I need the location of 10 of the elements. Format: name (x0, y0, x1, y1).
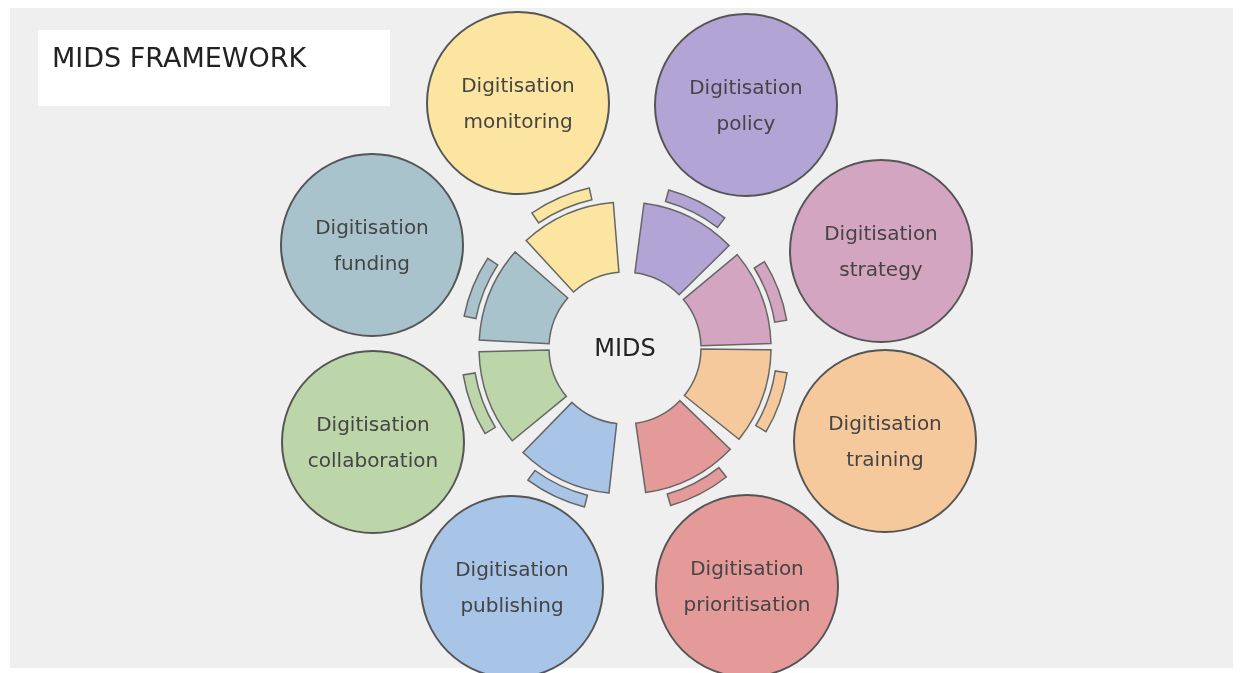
slide-title: MIDS FRAMEWORK (38, 30, 390, 106)
topic-label: Digitisation policy (688, 74, 804, 137)
center-label: MIDS (593, 333, 657, 364)
topic-label: Digitisation publishing (454, 556, 570, 619)
topic-label: Digitisation monitoring (460, 72, 576, 135)
topic-label: Digitisation collaboration (306, 411, 440, 474)
topic-label: Digitisation funding (314, 214, 430, 277)
topic-label: Digitisation strategy (823, 220, 939, 283)
topic-label: Digitisation prioritisation (682, 555, 812, 618)
topic-label: Digitisation training (827, 410, 943, 473)
